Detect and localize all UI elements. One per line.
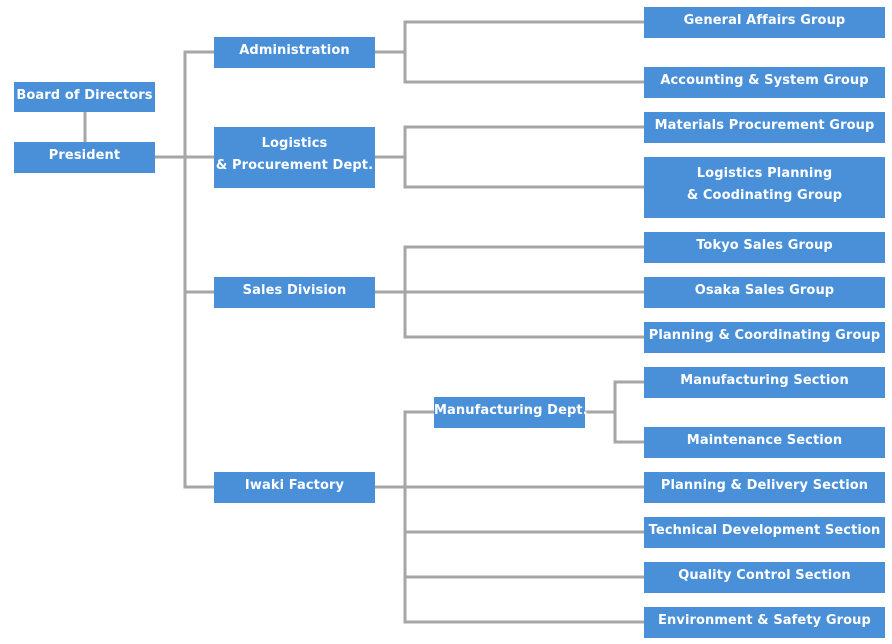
- sales-division-label: Sales Division: [242, 283, 347, 298]
- administration-box: Administration: [214, 37, 375, 68]
- osaka-sales-group-label: Osaka Sales Group: [694, 283, 835, 298]
- sales-division-box: Sales Division: [214, 277, 375, 308]
- manufacturing-dept-label: Manufacturing Dept.: [434, 403, 588, 418]
- planning-delivery-section-label: Planning & Delivery Section: [660, 478, 869, 493]
- tokyo-sales-group-label: Tokyo Sales Group: [696, 238, 833, 253]
- general-affairs-group-box: General Affairs Group: [644, 7, 885, 38]
- planning-delivery-section-box: Planning & Delivery Section: [644, 472, 885, 503]
- manufacturing-section-box: Manufacturing Section: [644, 367, 885, 398]
- planning-coordinating-group-label: Planning & Coordinating Group: [648, 328, 881, 343]
- logistics-label-line1: Logistics: [261, 136, 328, 151]
- logistics-planning-label-line2: & Coodinating Group: [686, 188, 843, 203]
- maintenance-section-box: Maintenance Section: [644, 427, 885, 458]
- board-of-directors-label: Board of Directors: [16, 88, 153, 103]
- materials-procurement-group-label: Materials Procurement Group: [654, 118, 875, 133]
- logistics-procurement-box: Logistics & Procurement Dept.: [214, 127, 375, 188]
- materials-procurement-group-box: Materials Procurement Group: [644, 112, 885, 143]
- logistics-label-line2: & Procurement Dept.: [215, 158, 374, 173]
- accounting-system-group-box: Accounting & System Group: [644, 67, 885, 98]
- environment-safety-group-box: Environment & Safety Group: [644, 607, 885, 638]
- president-label: President: [48, 148, 121, 163]
- accounting-system-group-label: Accounting & System Group: [660, 73, 869, 88]
- logistics-planning-group-box: Logistics Planning & Coodinating Group: [644, 157, 885, 218]
- quality-control-section-box: Quality Control Section: [644, 562, 885, 593]
- administration-label: Administration: [239, 43, 350, 58]
- board-of-directors-box: Board of Directors: [14, 82, 155, 112]
- iwaki-factory-label: Iwaki Factory: [244, 478, 345, 493]
- planning-coordinating-group-box: Planning & Coordinating Group: [644, 322, 885, 353]
- quality-control-section-label: Quality Control Section: [678, 568, 851, 583]
- general-affairs-group-label: General Affairs Group: [683, 13, 846, 28]
- osaka-sales-group-box: Osaka Sales Group: [644, 277, 885, 308]
- environment-safety-group-label: Environment & Safety Group: [658, 613, 871, 628]
- manufacturing-dept-box: Manufacturing Dept.: [434, 397, 588, 428]
- tokyo-sales-group-box: Tokyo Sales Group: [644, 232, 885, 263]
- technical-development-section-box: Technical Development Section: [644, 517, 885, 548]
- logistics-planning-label-line1: Logistics Planning: [696, 166, 833, 181]
- manufacturing-section-label: Manufacturing Section: [680, 373, 849, 388]
- technical-development-section-label: Technical Development Section: [648, 523, 881, 538]
- maintenance-section-label: Maintenance Section: [686, 433, 843, 448]
- iwaki-factory-box: Iwaki Factory: [214, 472, 375, 503]
- president-box: President: [14, 142, 155, 173]
